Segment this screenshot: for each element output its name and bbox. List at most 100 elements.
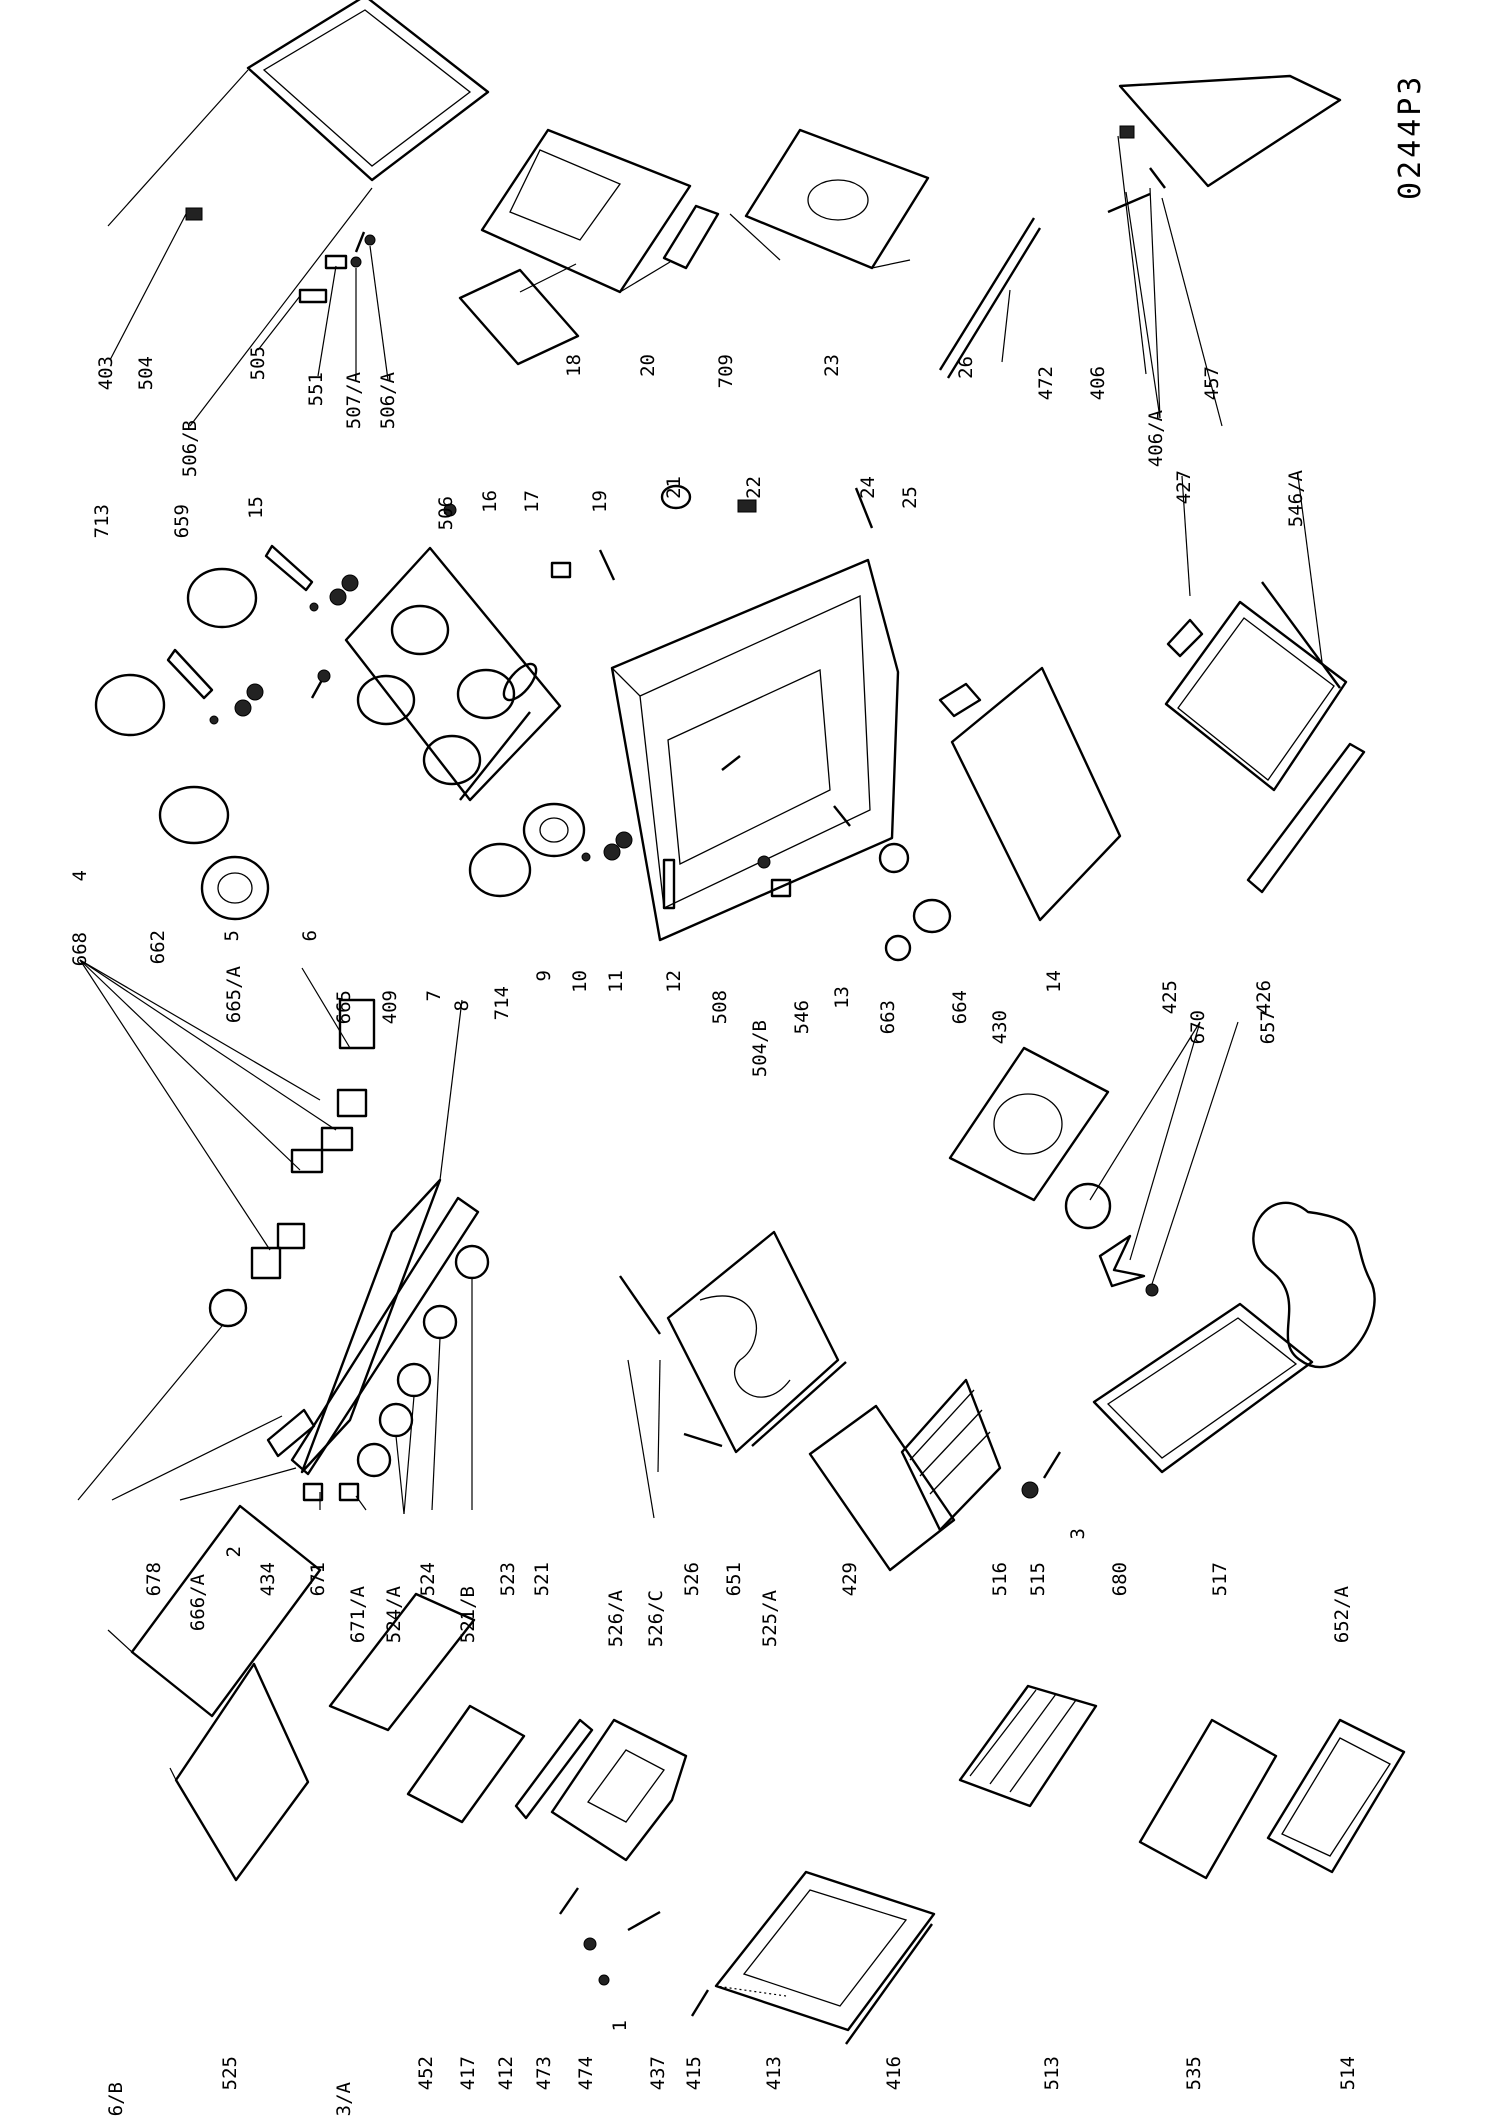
label-514: 514 [1337,2056,1359,2090]
label-504: 504 [135,356,157,390]
label-8: 8 [451,1000,473,1011]
part-shape-659 [186,567,258,629]
part-shape-412 [550,1718,688,1862]
label-546-a: 546/A [1285,469,1307,527]
part-shape-26 [938,217,1036,371]
label-652-a: 652/A [1331,1585,1353,1643]
label-665-a: 665/A [223,965,245,1023]
label-11: 11 [605,970,627,993]
label-525: 525 [219,2056,241,2090]
label-659: 659 [171,504,193,538]
label-21: 21 [663,476,685,499]
part-shape-452 [406,1704,526,1824]
label-516: 516 [989,1562,1011,1596]
part-shape-426 [1246,742,1366,894]
part-shape-651 [666,1230,840,1454]
label-525-a: 525/A [759,1589,781,1647]
label-474: 474 [575,2056,597,2090]
label-524: 524 [417,1562,439,1596]
label-19: 19 [589,490,611,513]
part-shape-18 [458,268,580,366]
label-515: 515 [1027,1562,1049,1596]
label-507-a: 507/A [343,371,365,429]
label-406-a: 406/A [1145,409,1167,467]
label-665: 665 [333,990,355,1024]
leader-lines [77,69,1323,1781]
label-7: 7 [423,990,445,1001]
label-17: 17 [521,490,543,513]
label-546: 546 [791,1000,813,1034]
label-666-a: 666/A [187,1573,209,1631]
part-shape-409 [344,546,562,802]
part-shape-662 [158,785,230,845]
label-709: 709 [715,354,737,388]
label-473: 473 [533,2056,555,2090]
label-526-c: 526/C [645,1590,667,1647]
label-437: 437 [647,2056,669,2090]
label-403: 403 [95,356,117,390]
part-shape-9 [522,802,586,858]
label-452: 452 [415,2056,437,2090]
label-678: 678 [143,1562,165,1596]
label-413: 413 [763,2056,785,2090]
label-415: 415 [683,2056,705,2090]
label-521: 521 [531,1562,553,1596]
label-457: 457 [1201,366,1223,400]
label-671: 671 [307,1562,329,1596]
label-429: 429 [839,1562,861,1596]
label-24: 24 [857,476,879,499]
label-663: 663 [877,1000,899,1034]
label-521-b: 521/B [457,1586,479,1643]
part-shape-714 [468,842,532,898]
label-9: 9 [533,970,555,981]
label-412: 412 [495,2056,517,2090]
label-670: 670 [1187,1010,1209,1044]
part-shape-457 [1118,74,1342,188]
label-417: 417 [457,2056,479,2090]
label-409: 409 [379,990,401,1024]
part-shape-14 [950,666,1122,922]
label-406: 406 [1087,366,1109,400]
label-15: 15 [245,496,267,519]
part-shape-513 [958,1684,1098,1808]
label-26: 26 [955,356,977,379]
label-2: 2 [223,1546,245,1557]
label-25: 25 [899,486,921,509]
label-713: 713 [91,504,113,538]
label-524-a: 524/A [383,1585,405,1643]
label-506: 506 [435,496,457,530]
label-535: 535 [1183,2056,1205,2090]
label-20: 20 [637,354,659,377]
label-4: 4 [69,870,91,881]
part-shape-516 [900,1378,1002,1532]
part-shape-514 [1266,1718,1406,1874]
part-shape-526-b [130,1504,322,1718]
label-671-a: 671/A [347,1585,369,1643]
label-517: 517 [1209,1562,1231,1596]
part-shape-535 [1138,1718,1278,1880]
label-651: 651 [723,1562,745,1596]
label-23: 23 [821,354,843,377]
label-10: 10 [569,970,591,993]
part-shape-517 [1092,1302,1314,1474]
label-662: 662 [147,930,169,964]
part-shape-434 [290,1196,480,1476]
parts-artwork [94,0,1406,2045]
label-14: 14 [1043,970,1065,993]
label-506-b: 506/B [179,420,201,477]
label-427: 427 [1173,470,1195,504]
drawing-reference: 0244P3 [1393,74,1428,200]
label-434: 434 [257,1562,279,1596]
label-714: 714 [491,986,513,1020]
label-430: 430 [989,1010,1011,1044]
label-526-b: 526/B [105,2082,127,2116]
label-668: 668 [69,932,91,966]
part-shape-403 [246,0,490,182]
label-426: 426 [1253,980,1275,1014]
part-labels: 668 4 662 5 665/A 6 665 409 7 8 714 9 10… [69,346,1359,2116]
part-shape-cabinet [610,558,900,942]
label-472: 472 [1035,366,1057,400]
part-shape-525 [174,1662,310,1882]
label-425: 425 [1159,980,1181,1014]
